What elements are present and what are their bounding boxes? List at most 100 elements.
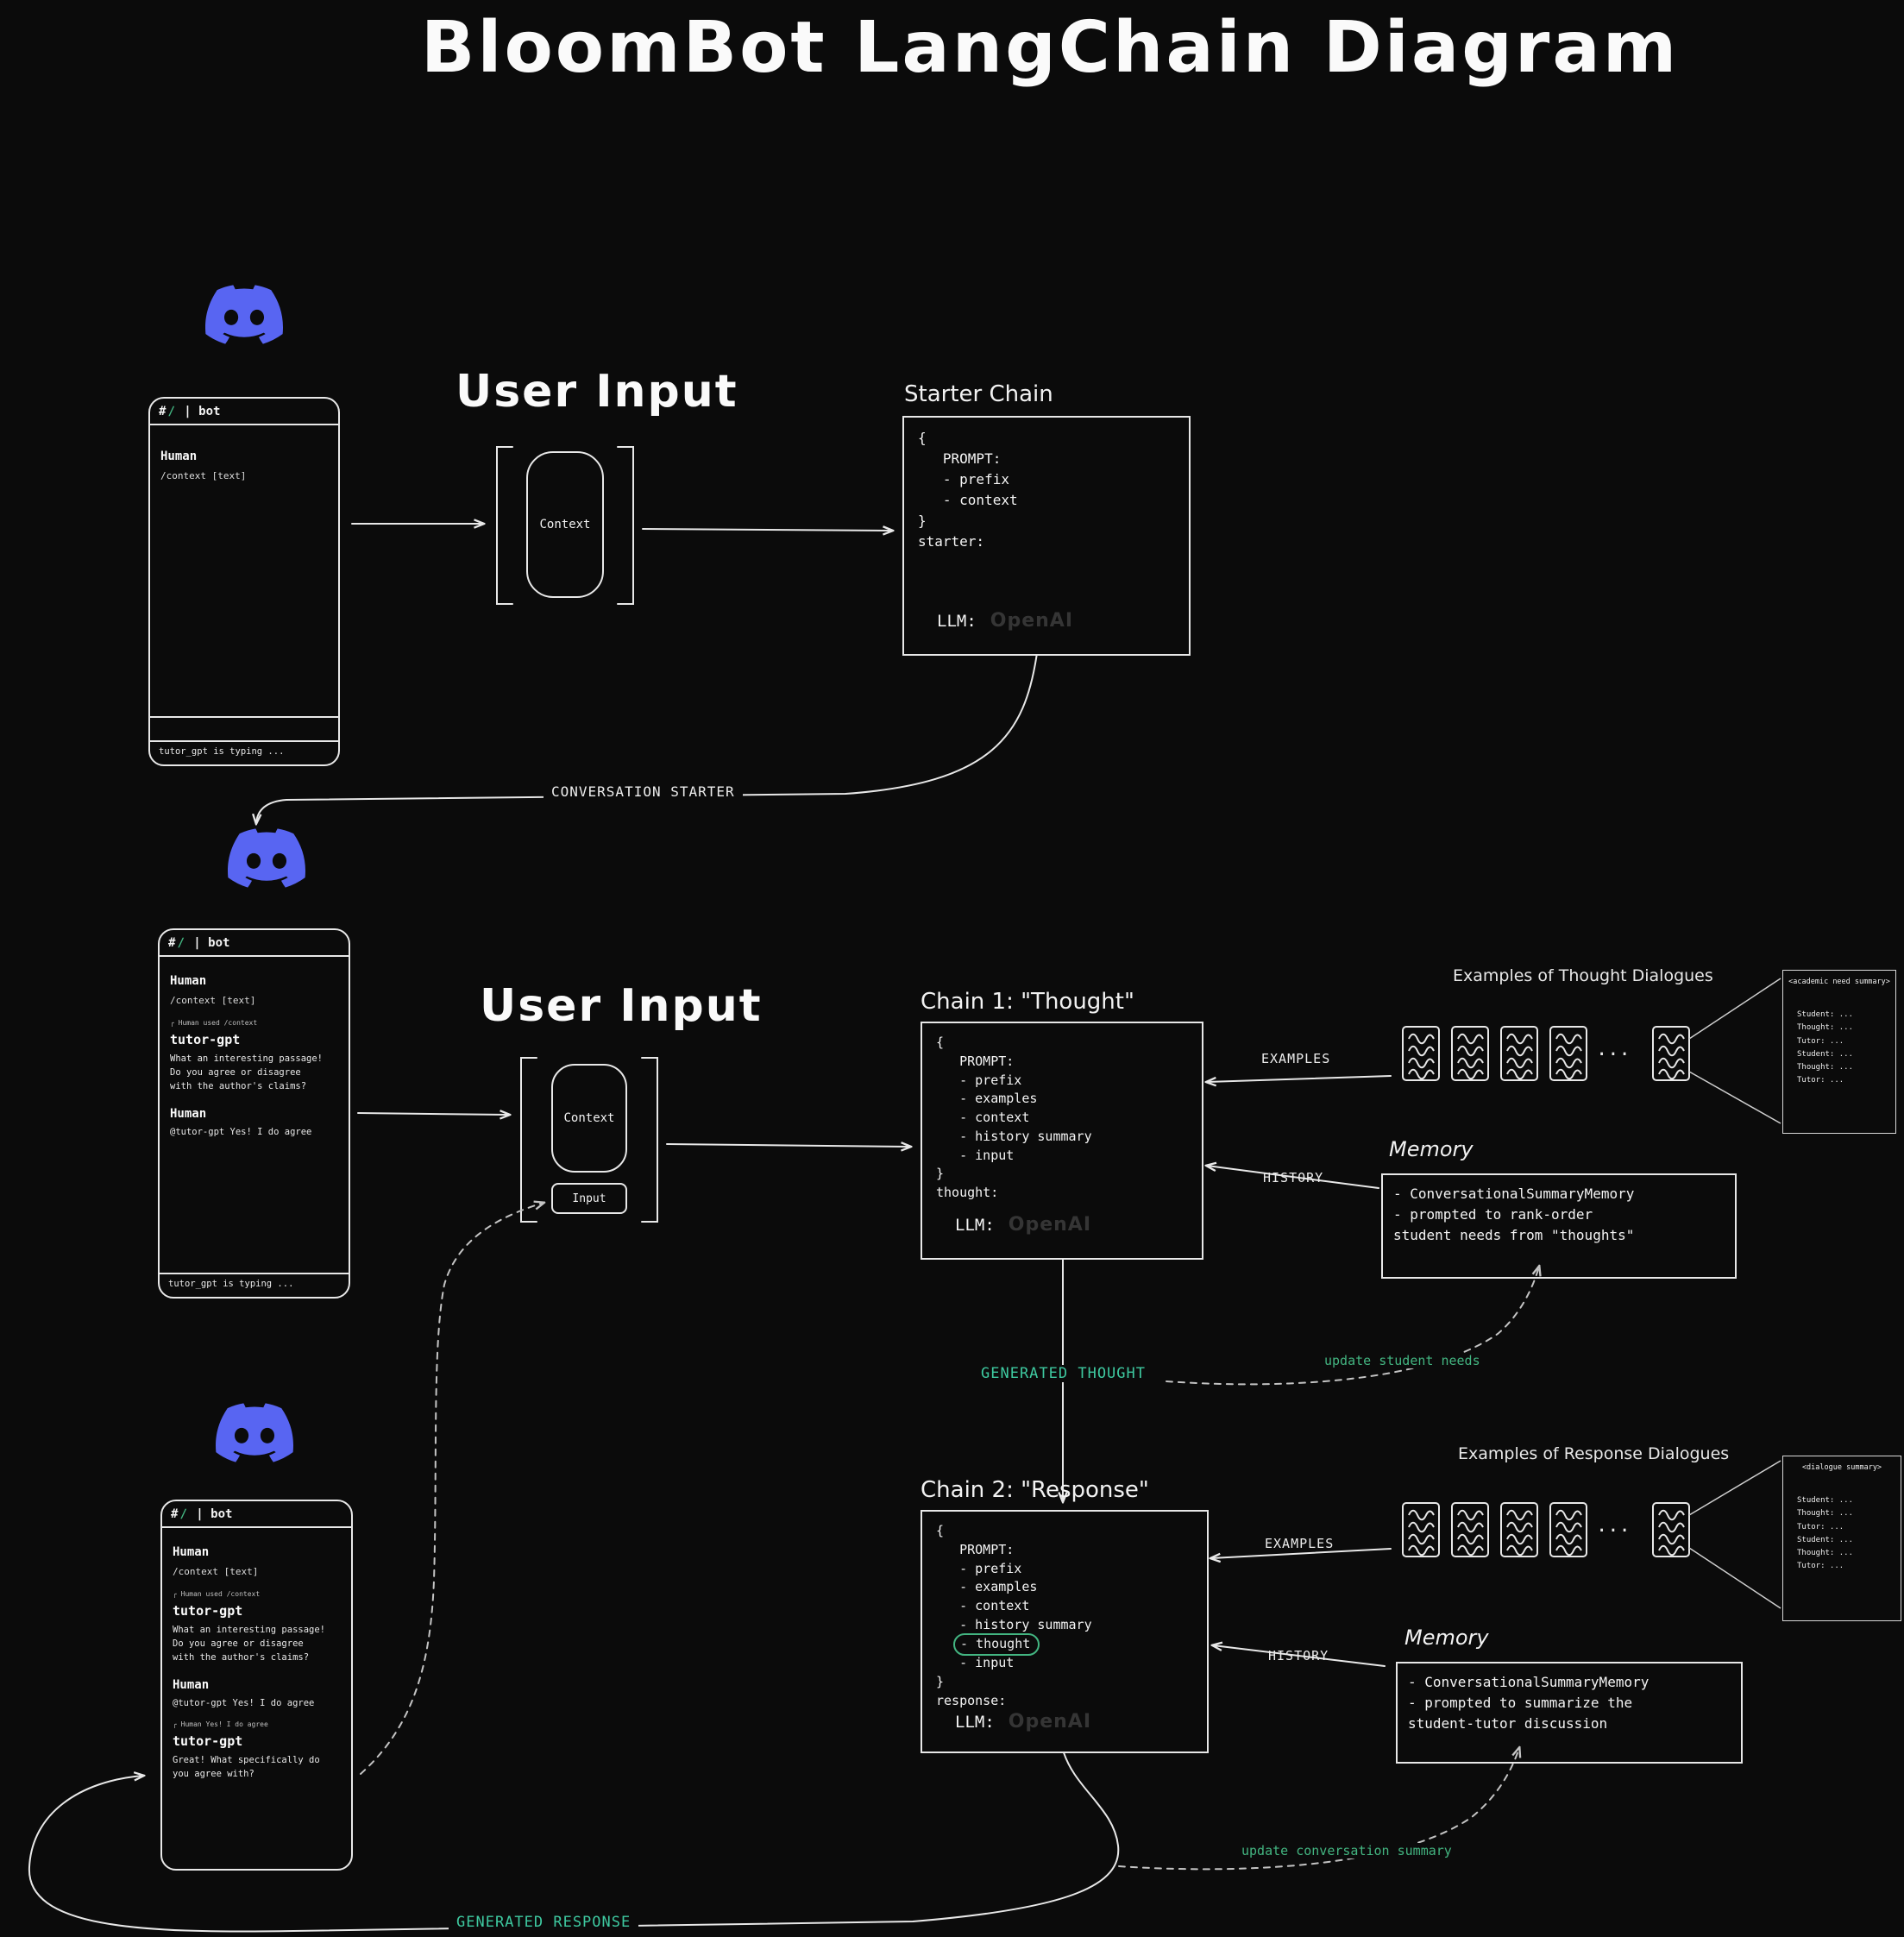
slash-command: /context [text] — [170, 995, 256, 1006]
academic-need-summary-box: <academic need summary> Student: ... Tho… — [1782, 970, 1896, 1134]
arrow-context-to-starter-chain — [642, 529, 892, 531]
conversation-starter-label: CONVERSATION STARTER — [544, 783, 743, 800]
ellipsis: ... — [1596, 1515, 1631, 1537]
starter-chain-title: Starter Chain — [904, 381, 1053, 407]
summary-header: <dialogue summary> — [1801, 1463, 1882, 1472]
thought-highlight: - thought — [953, 1632, 1040, 1657]
bracket-right-1 — [617, 446, 634, 605]
message-input-bar[interactable] — [150, 718, 338, 740]
discord-icon — [228, 828, 305, 888]
message-text: @tutor-gpt Yes! I do agree — [170, 1127, 312, 1138]
channel-slash-icon: ∕ — [177, 936, 185, 950]
chat-messages: Human /context [text] ╭ Human used /cont… — [162, 1528, 351, 1869]
chain2-code-top: { PROMPT: - prefix - examples - context … — [936, 1523, 1092, 1632]
memory2-title: Memory — [1404, 1626, 1489, 1650]
reply-reference: ╭ Human used /context — [173, 1590, 261, 1598]
examples-tag: EXAMPLES — [1265, 1536, 1335, 1551]
phone-footer: tutor_gpt is typing ... — [160, 1273, 349, 1297]
chat-messages: Human /context [text] ╭ Human used /cont… — [160, 957, 349, 1273]
openai-logo: OpenAI — [1008, 1711, 1092, 1733]
message-author: Human — [173, 1678, 210, 1693]
chain1-code: { PROMPT: - prefix - examples - context … — [936, 1035, 1092, 1200]
openai-logo: OpenAI — [1008, 1214, 1092, 1236]
channel-name: | bot — [188, 1507, 233, 1521]
channel-hash: # — [159, 405, 167, 418]
message-text: What an interesting passage! Do you agre… — [173, 1625, 326, 1663]
discord-chat-phone-1: #∕ | bot Human /context [text] tutor_gpt… — [148, 397, 340, 766]
context-label: Context — [539, 518, 591, 531]
summary-header: <academic need summary> — [1788, 978, 1890, 986]
chain1-title: Chain 1: "Thought" — [921, 989, 1134, 1015]
update-student-needs-label: update student needs — [1318, 1353, 1486, 1368]
examples-thought-title: Examples of Thought Dialogues — [1453, 966, 1713, 985]
channel-header: #∕ | bot — [162, 1501, 351, 1528]
response-examples-docs — [1402, 1460, 1781, 1609]
summary-body: Student: ... Thought: ... Tutor: ... Stu… — [1797, 1496, 1854, 1571]
llm-label: LLM: — [955, 1216, 995, 1235]
input-label: Input — [572, 1192, 606, 1205]
message-author: Human — [170, 974, 207, 988]
message-text: What an interesting passage! Do you agre… — [170, 1053, 324, 1091]
llm-label: LLM: — [955, 1713, 995, 1732]
message-author: Human — [160, 450, 198, 463]
divider — [150, 740, 338, 742]
ellipsis: ... — [1596, 1039, 1631, 1060]
slash-command: /context [text] — [173, 1566, 259, 1577]
examples-response-title: Examples of Response Dialogues — [1458, 1444, 1730, 1463]
channel-header: #∕ | bot — [150, 399, 338, 425]
summary-body: Student: ... Thought: ... Tutor: ... Stu… — [1797, 1010, 1854, 1085]
openai-logo: OpenAI — [990, 610, 1074, 632]
thought-examples-docs — [1402, 978, 1781, 1124]
channel-slash-icon: ∕ — [167, 405, 175, 418]
reply-reference: ╭ Human used /context — [170, 1019, 258, 1027]
generated-thought-label: GENERATED THOUGHT — [973, 1365, 1153, 1382]
arrow-context-to-chain1 — [666, 1144, 910, 1147]
chain2-box: { PROMPT: - prefix - examples - context … — [921, 1510, 1209, 1753]
message-author: Human — [173, 1545, 210, 1559]
chain2-code-bottom: - input } response: — [936, 1655, 1015, 1708]
message-author: tutor-gpt — [173, 1733, 243, 1749]
page-title: BloomBot LangChain Diagram — [420, 7, 1680, 89]
discord-icon — [216, 1403, 293, 1462]
message-author: tutor-gpt — [170, 1032, 241, 1047]
discord-chat-phone-2: #∕ | bot Human /context [text] ╭ Human u… — [158, 928, 350, 1299]
generated-response-label: GENERATED RESPONSE — [449, 1914, 639, 1931]
arrow-examples1 — [1207, 1075, 1392, 1082]
history-tag: HISTORY — [1263, 1170, 1324, 1185]
reply-reference: ╭ Human Yes! I do agree — [173, 1720, 268, 1728]
discord-icon — [205, 285, 283, 344]
channel-hash: # — [171, 1507, 179, 1521]
memory1-box: - ConversationalSummaryMemory - prompted… — [1381, 1173, 1737, 1279]
user-input-label: User Input — [480, 980, 763, 1032]
phone-footer: tutor_gpt is typing ... — [150, 716, 338, 764]
user-input-label: User Input — [456, 366, 738, 418]
llm-row: LLM: OpenAI — [937, 610, 1073, 632]
chat-messages: Human /context [text] — [150, 425, 338, 716]
chain2-thought-line: - thought — [922, 1632, 1207, 1657]
context-label: Context — [563, 1111, 615, 1125]
llm-row: LLM: OpenAI — [955, 1214, 1091, 1236]
history-tag: HISTORY — [1268, 1648, 1329, 1663]
message-text: @tutor-gpt Yes! I do agree — [173, 1698, 315, 1709]
channel-name: | bot — [185, 936, 230, 950]
divider — [150, 716, 338, 718]
dashed-phone3-to-input — [360, 1203, 544, 1775]
message-text: Great! What specifically do you agree wi… — [173, 1755, 320, 1779]
bracket-left-1 — [496, 446, 513, 605]
bracket-left-2 — [520, 1057, 537, 1223]
message-author: tutor-gpt — [173, 1603, 243, 1619]
discord-chat-phone-3: #∕ | bot Human /context [text] ╭ Human u… — [160, 1500, 353, 1871]
starter-chain-box: { PROMPT: - prefix - context } starter: … — [902, 416, 1191, 656]
message-author: Human — [170, 1107, 207, 1122]
starter-chain-code: { PROMPT: - prefix - context } starter: — [918, 430, 1018, 550]
dialogue-summary-box: <dialogue summary> Student: ... Thought:… — [1782, 1456, 1901, 1621]
bracket-right-2 — [641, 1057, 658, 1223]
chain1-box: { PROMPT: - prefix - examples - context … — [921, 1022, 1203, 1260]
chain2-title: Chain 2: "Response" — [921, 1477, 1149, 1503]
memory2-box: - ConversationalSummaryMemory - prompted… — [1396, 1662, 1743, 1764]
channel-header: #∕ | bot — [160, 930, 349, 957]
channel-hash: # — [168, 936, 176, 950]
divider — [160, 1273, 349, 1274]
llm-label: LLM: — [937, 612, 977, 631]
